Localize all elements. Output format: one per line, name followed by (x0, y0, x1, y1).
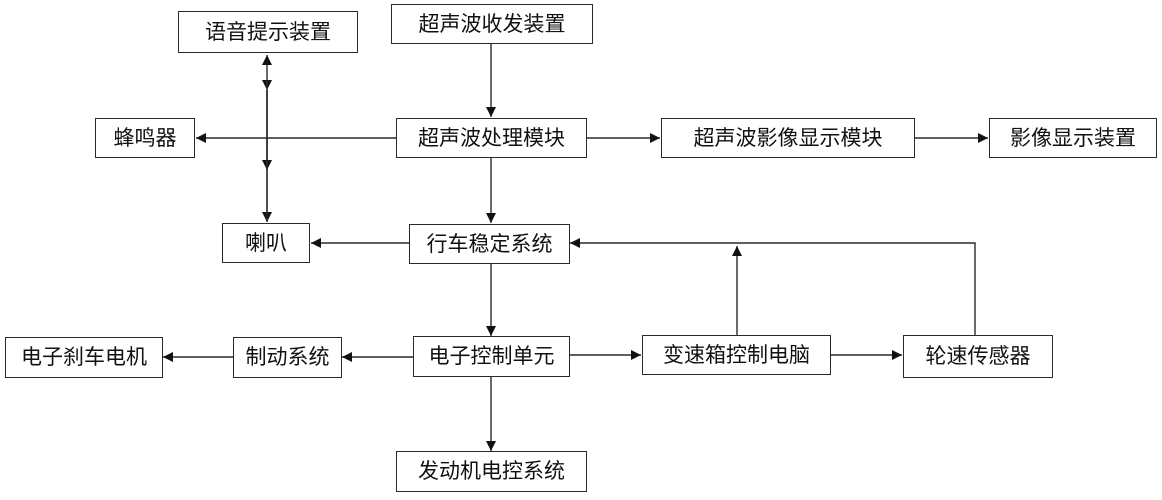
node-ultrasonic-image-display-module: 超声波影像显示模块 (661, 118, 915, 158)
node-ultrasonic-transceiver: 超声波收发装置 (391, 4, 593, 44)
node-ecu: 电子控制单元 (413, 336, 570, 377)
node-image-display-label: 影像显示装置 (1010, 125, 1136, 150)
node-electric-brake-motor-label: 电子刹车电机 (21, 345, 147, 369)
node-vehicle-stability: 行车稳定系统 (409, 224, 570, 264)
node-engine-control: 发动机电控系统 (396, 451, 587, 492)
node-ultrasonic-processing-label: 超声波处理模块 (418, 125, 565, 150)
node-ultrasonic-image-display-module-label: 超声波影像显示模块 (693, 125, 883, 150)
node-brake-system-label: 制动系统 (245, 345, 330, 369)
node-ultrasonic-processing: 超声波处理模块 (396, 118, 587, 158)
node-transmission-computer-label: 变速箱控制电脑 (663, 342, 810, 367)
edge-wheel-sensor-to-stability (570, 238, 976, 335)
node-electric-brake-motor: 电子刹车电机 (5, 337, 163, 378)
node-speaker: 喇叭 (222, 223, 310, 263)
node-engine-control-label: 发动机电控系统 (418, 459, 565, 483)
node-ultrasonic-transceiver-label: 超声波收发装置 (418, 11, 566, 36)
node-speaker-label: 喇叭 (245, 230, 287, 255)
node-wheel-speed-sensor: 轮速传感器 (903, 335, 1053, 378)
node-voice-prompt-label: 语音提示装置 (205, 19, 331, 44)
node-brake-system: 制动系统 (233, 337, 342, 378)
node-transmission-computer: 变速箱控制电脑 (642, 335, 831, 375)
node-ecu-label: 电子控制单元 (428, 344, 555, 368)
node-buzzer-label: 蜂鸣器 (113, 125, 177, 150)
node-image-display: 影像显示装置 (989, 118, 1157, 158)
node-wheel-speed-sensor-label: 轮速传感器 (925, 344, 1031, 368)
node-buzzer: 蜂鸣器 (95, 118, 195, 158)
node-voice-prompt: 语音提示装置 (178, 11, 358, 53)
node-vehicle-stability-label: 行车稳定系统 (426, 231, 553, 256)
